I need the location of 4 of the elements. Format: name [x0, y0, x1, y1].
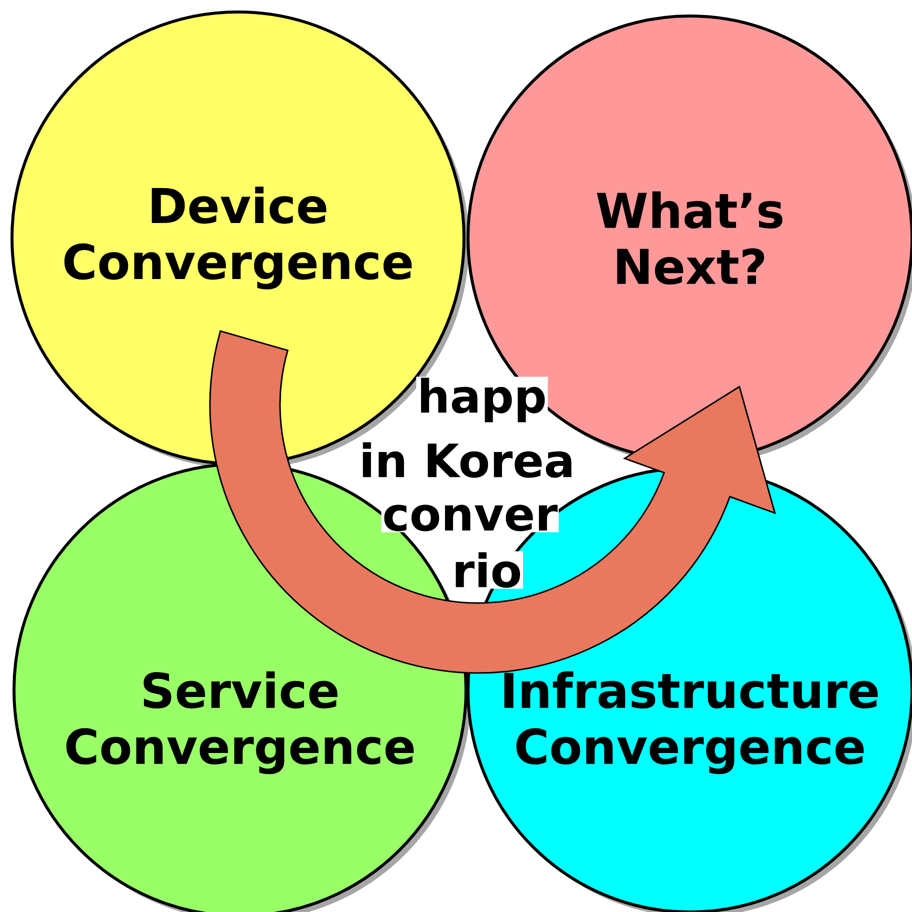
text-fragment: happ [416, 376, 548, 424]
text-fragment: conver [381, 504, 559, 532]
curved-arrow [209, 330, 776, 674]
text-fragment: rio [450, 551, 524, 589]
